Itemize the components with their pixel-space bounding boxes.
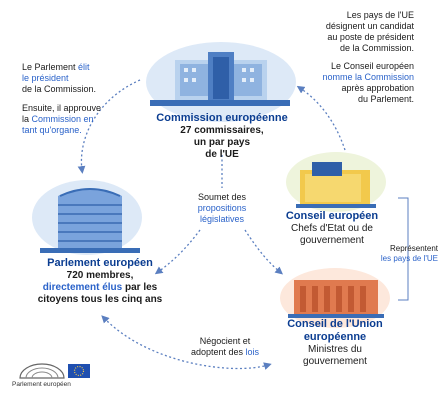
center-block: Soumet des propositions législatives <box>178 192 266 225</box>
commission-title: Commission européenne <box>156 112 288 124</box>
represent-bracket <box>398 197 409 301</box>
logo-text: Parlement européen <box>12 381 71 388</box>
represent-link[interactable]: les pays de l'UE <box>380 254 438 263</box>
parlement-block: Parlement européen 720 membres, directem… <box>20 257 180 306</box>
center-link-propositions[interactable]: propositions <box>197 203 247 213</box>
tl-link-commission[interactable]: Commission en <box>31 114 94 124</box>
tl-line4: Ensuite, il approuve <box>22 103 102 113</box>
tr-l1: Les pays de l'UE <box>346 10 414 20</box>
tr-l3: au poste de président <box>327 32 414 42</box>
top-right-text: Les pays de l'UE désignent un candidat a… <box>292 10 414 105</box>
arrow-center-parlement <box>154 229 201 275</box>
represent-l1: Représentent <box>389 244 438 253</box>
tr-l8: du Parlement. <box>357 94 414 104</box>
tl-line5: la <box>22 114 30 124</box>
conseil-europeen-l2: gouvernement <box>300 235 364 246</box>
tl-line1: Le Parlement <box>22 62 76 72</box>
conseil-europeen-l1: Chefs d'Etat ou de <box>291 223 373 234</box>
tr-l2: désignent un candidat <box>325 21 414 31</box>
tl-link-organe[interactable]: tant qu'organe. <box>22 125 82 135</box>
bottom-block: Négocient et adoptent des lois <box>180 336 270 358</box>
parlement-l1: 720 membres, <box>66 270 134 281</box>
parlement-link-elus[interactable]: directement élus <box>42 282 123 293</box>
conseil-europeen-title: Conseil européen <box>285 210 379 222</box>
tr-link-nomme[interactable]: nomme la Commission <box>322 72 414 82</box>
commission-l3: de l'UE <box>205 149 239 160</box>
tr-l7: après approbation <box>341 83 414 93</box>
bottom-l2: adoptent des <box>190 347 243 357</box>
tl-link-elit[interactable]: élit <box>78 62 90 72</box>
parlement-title: Parlement européen <box>47 257 153 269</box>
arrow-center-conseilue <box>244 229 283 275</box>
commission-block: Commission européenne 27 commissaires, u… <box>140 112 304 161</box>
represent-block: Représentent les pays de l'UE <box>338 244 438 264</box>
conseil-ue-l1: Ministres du <box>308 344 362 355</box>
commission-l1: 27 commissaires, <box>180 125 264 136</box>
conseil-ue-l2: gouvernement <box>303 356 367 367</box>
commission-l2: un par pays <box>193 137 251 148</box>
conseil-ue-title1: Conseil de l'Union <box>287 318 383 330</box>
tr-l4: de la Commission. <box>339 43 414 53</box>
bottom-l1: Négocient et <box>199 336 251 346</box>
top-left-text: Le Parlement élit le président de la Com… <box>22 62 142 136</box>
parlement-l2-rest: par les <box>122 282 158 293</box>
center-link-legislatives[interactable]: législatives <box>199 214 245 224</box>
tr-l5: Le Conseil européen <box>330 61 414 71</box>
conseil-ue-block: Conseil de l'Union européenne Ministres … <box>270 318 400 368</box>
hemicycle-icon <box>19 363 90 379</box>
center-l1: Soumet des <box>197 192 247 202</box>
parlement-l3: citoyens tous les cinq ans <box>37 294 163 305</box>
arrow-commission-parlement <box>77 79 141 174</box>
parlement-logo[interactable]: Parlement européen <box>12 352 112 392</box>
tl-link-president[interactable]: le président <box>22 73 69 83</box>
conseil-ue-title2: européenne <box>303 331 367 343</box>
arrow-parlement-conseilue <box>101 315 272 370</box>
bottom-link-lois[interactable]: lois <box>245 347 260 357</box>
conseil-europeen-block: Conseil européen Chefs d'Etat ou de gouv… <box>272 210 392 247</box>
tl-line3: de la Commission. <box>22 84 97 94</box>
